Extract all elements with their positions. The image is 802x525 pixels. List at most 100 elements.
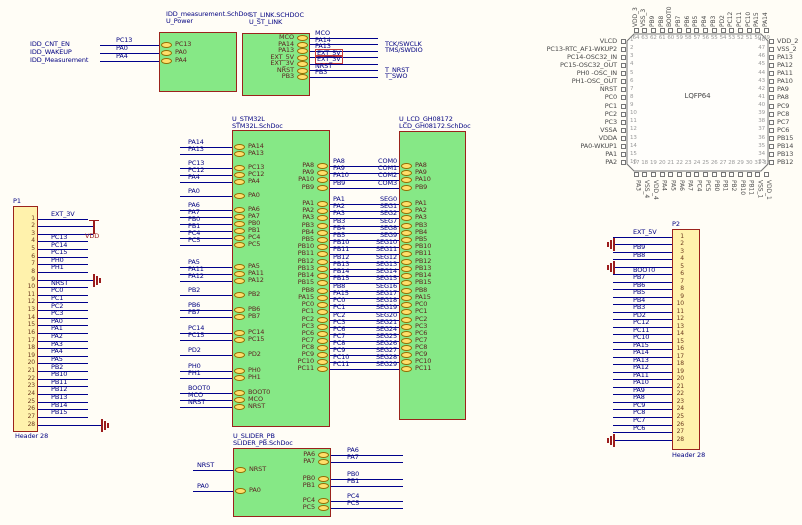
wire-pin-14[interactable]: [38, 317, 88, 319]
net-label-idd_cnt_en[interactable]: IDD_CNT_EN: [30, 40, 70, 48]
header-designator-P2[interactable]: P2: [672, 220, 680, 228]
wire-pa5[interactable]: [180, 266, 232, 268]
gnd-symbol[interactable]: [607, 437, 609, 443]
sheet-entry-pc8[interactable]: [317, 345, 328, 351]
wire-pb0[interactable]: [331, 478, 403, 480]
wire-pb0[interactable]: [180, 223, 232, 225]
net-label-pc15[interactable]: PC15: [51, 248, 68, 257]
net-label-pc0[interactable]: PC0: [333, 296, 346, 304]
net-label-pa13[interactable]: PA13: [633, 355, 649, 364]
wire-ext_3v[interactable]: [310, 63, 378, 65]
wire-pin-10[interactable]: [38, 287, 88, 289]
wire-pa13[interactable]: [310, 50, 378, 52]
net-label-pc5[interactable]: PC5: [188, 236, 201, 244]
chip-pin-20[interactable]: [659, 172, 665, 177]
net-label-seg10[interactable]: SEG10: [375, 238, 397, 246]
wire-pa2[interactable]: [330, 210, 399, 212]
wire-pin-18[interactable]: [613, 364, 672, 366]
net-label-pa0[interactable]: PA0: [51, 316, 63, 325]
net-label-pc12[interactable]: PC12: [633, 318, 650, 327]
net-label-pc15[interactable]: PC15: [188, 331, 205, 339]
wire-pin-13[interactable]: [38, 310, 88, 312]
chip-pin-31[interactable]: [755, 172, 761, 177]
net-label-t_nrst[interactable]: T_NRST: [385, 65, 410, 74]
sheet-entry-pa2[interactable]: [317, 208, 328, 214]
wire-pin-5[interactable]: [613, 266, 672, 268]
net-label-ph0[interactable]: PH0: [51, 255, 64, 264]
wire-pin-15[interactable]: [613, 341, 672, 343]
chip-pin-10[interactable]: [621, 111, 626, 117]
sheet-entry-pc0[interactable]: [317, 302, 328, 308]
net-label-pc11[interactable]: PC11: [633, 325, 650, 334]
sheet-entry-pb11[interactable]: [317, 251, 328, 257]
net-label-pb13[interactable]: PB13: [333, 260, 350, 268]
net-label-pc11[interactable]: PC11: [333, 360, 350, 368]
sheet-entry-pc7[interactable]: [317, 338, 328, 344]
sheet-entry-pa14[interactable]: [297, 41, 308, 48]
wire-pin-27[interactable]: [613, 432, 672, 434]
sheet-entry-pb6[interactable]: [234, 307, 245, 313]
wire-pb4[interactable]: [330, 232, 399, 234]
chip-pin-38[interactable]: [769, 119, 774, 125]
net-label-pa1[interactable]: PA1: [333, 195, 345, 203]
wire-pin-2[interactable]: [38, 226, 93, 228]
wire-pb9[interactable]: [330, 187, 399, 189]
wire-pb2[interactable]: [180, 294, 232, 296]
wire-pin-1[interactable]: [613, 236, 672, 238]
net-label-pc7[interactable]: PC7: [333, 332, 346, 340]
net-label-seg13[interactable]: SEG13: [375, 260, 397, 268]
wire-pc8[interactable]: [330, 347, 399, 349]
net-label-pb9[interactable]: PB9: [333, 179, 346, 187]
net-label-boot0[interactable]: BOOT0: [188, 384, 211, 392]
sheet-entry-pa8[interactable]: [401, 163, 412, 169]
net-label-nrst[interactable]: NRST: [197, 461, 215, 469]
vdd-symbol-label[interactable]: VDD: [85, 232, 100, 241]
wire-pa0[interactable]: [180, 195, 232, 197]
wire-pa15[interactable]: [330, 297, 399, 299]
chip-pin-1[interactable]: [621, 38, 626, 44]
wire-pin-12[interactable]: [38, 302, 88, 304]
net-label-pc10[interactable]: PC10: [333, 353, 350, 361]
sheet-entry-pc6[interactable]: [317, 331, 328, 337]
net-label-pb2[interactable]: PB2: [51, 362, 64, 371]
wire-pin-7[interactable]: [613, 281, 672, 283]
sheet-entry-pb14[interactable]: [317, 273, 328, 279]
net-label-seg16[interactable]: SEG16: [375, 282, 397, 290]
wire-pb6[interactable]: [180, 309, 232, 311]
sheet-entry-pa9[interactable]: [317, 170, 328, 176]
net-label-pa14[interactable]: PA14: [315, 35, 331, 44]
net-label-pa4[interactable]: PA4: [188, 173, 200, 181]
gnd-symbol[interactable]: [613, 260, 615, 274]
net-label-seg17[interactable]: SEG17: [375, 289, 397, 297]
sheet-entry-pc7[interactable]: [401, 338, 412, 344]
sheet-entry-pc14[interactable]: [234, 330, 245, 336]
net-label-seg0[interactable]: SEG0: [379, 195, 397, 203]
net-label-seg29[interactable]: SEG29: [375, 360, 397, 368]
wire-pb12[interactable]: [330, 261, 399, 263]
net-label-pa0[interactable]: PA0: [116, 44, 128, 52]
sheet-entry-pb9[interactable]: [317, 185, 328, 191]
net-label-pb11[interactable]: PB11: [333, 245, 350, 253]
wire-pin-20[interactable]: [38, 363, 88, 365]
sheet-entry-pa7[interactable]: [234, 214, 245, 220]
net-label-tms-swdio[interactable]: TMS/SWDIO: [385, 46, 423, 54]
chip-pin-24[interactable]: [694, 172, 700, 177]
net-label-pc13[interactable]: PC13: [116, 36, 133, 44]
wire-pin-26[interactable]: [613, 424, 672, 426]
wire-pc3[interactable]: [330, 326, 399, 328]
sheet-entry-pb14[interactable]: [401, 273, 412, 279]
net-label-pb15[interactable]: PB15: [51, 408, 68, 417]
wire-pin-11[interactable]: [613, 311, 672, 313]
net-label-idd_measurement[interactable]: IDD_Measurement: [30, 56, 89, 64]
net-label-pa8[interactable]: PA8: [333, 157, 345, 165]
net-label-pa5[interactable]: PA5: [188, 258, 200, 266]
chip-pin-4[interactable]: [621, 62, 626, 68]
sheet-entry-pc11[interactable]: [317, 366, 328, 372]
sheet-entry-pc15[interactable]: [234, 337, 245, 343]
net-label-pc0[interactable]: PC0: [51, 286, 64, 295]
net-label-pa15[interactable]: PA15: [333, 289, 349, 297]
wire-pin-28[interactable]: [38, 424, 101, 426]
wire-ph0[interactable]: [180, 370, 232, 372]
wire-pin-25[interactable]: [38, 401, 88, 403]
net-label-com0[interactable]: COM0: [378, 157, 397, 165]
